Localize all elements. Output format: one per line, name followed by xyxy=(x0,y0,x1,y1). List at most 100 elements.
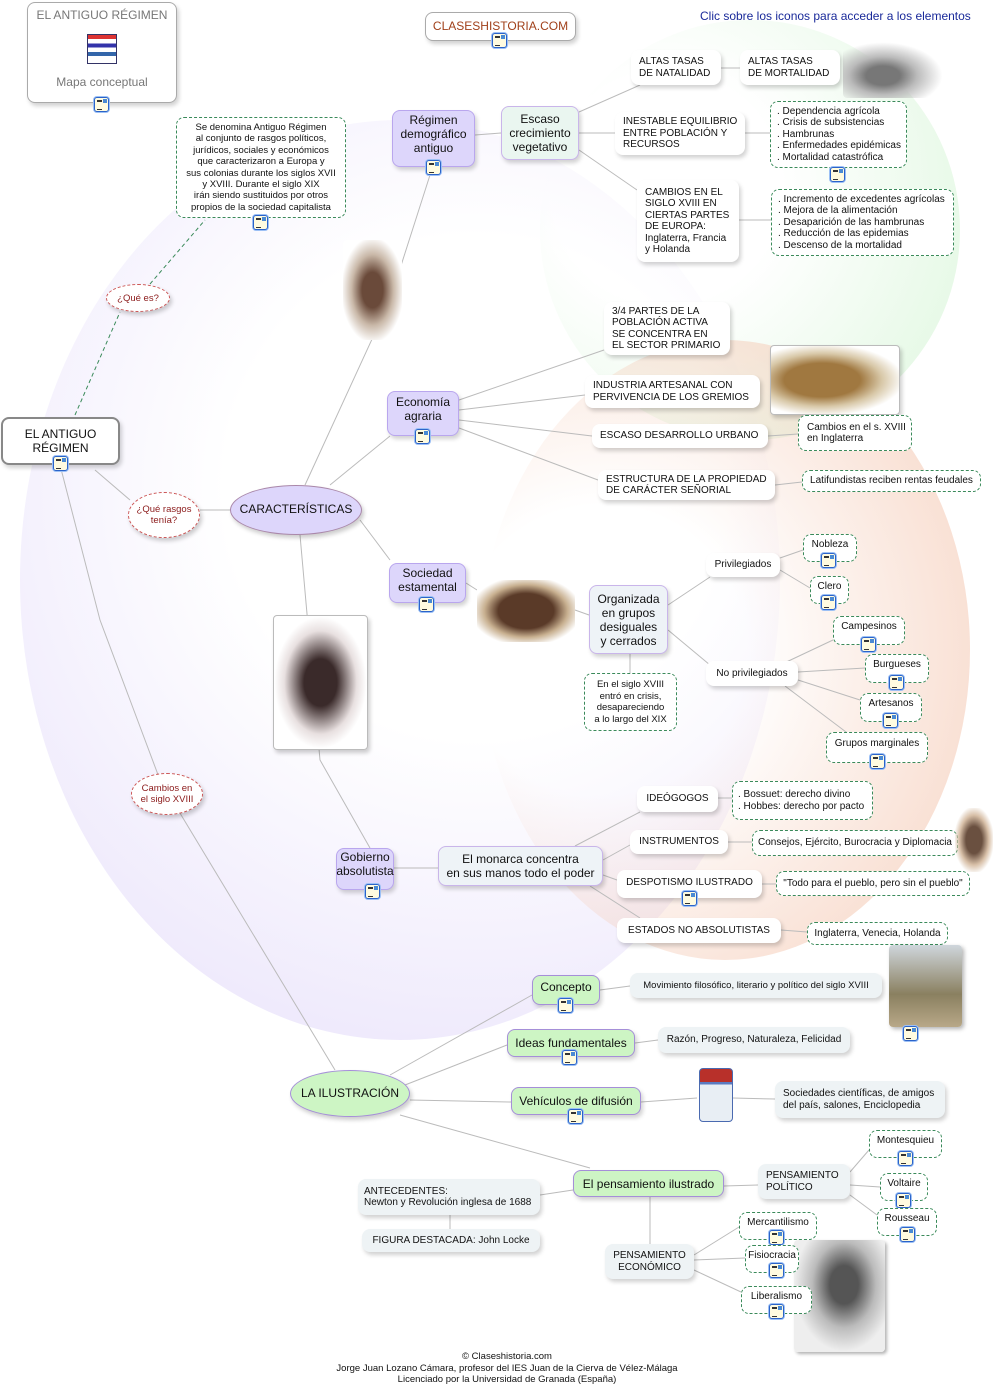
node-label: El monarca concentra en sus manos todo e… xyxy=(446,852,595,880)
inestable-node: INESTABLE EQUILIBRIO ENTRE POBLACIÓN Y R… xyxy=(615,112,745,155)
definition-box: Se denomina Antiguo Régimen al conjunto … xyxy=(176,117,346,218)
node-label: Organizada en grupos desiguales y cerrad… xyxy=(597,591,660,648)
link-que-es[interactable]: ¿Qué es? xyxy=(106,284,170,312)
note-icon[interactable] xyxy=(426,160,441,175)
urbano-node: ESCASO DESARROLLO URBANO xyxy=(592,424,768,448)
carlos-iii-portrait-image xyxy=(955,808,993,872)
note-icon[interactable] xyxy=(53,456,68,471)
node-label: Sociedades científicas, de amigos del pa… xyxy=(783,1088,935,1111)
node-label: "Todo para el pueblo, pero sin el pueblo… xyxy=(783,877,963,889)
node-label: . Incremento de excedentes agrícolas . M… xyxy=(778,193,945,251)
ideologos-node: IDEÓGOGOS xyxy=(637,786,718,812)
cambios-europa-node: CAMBIOS EN EL SIGLO XVIII EN CIERTAS PAR… xyxy=(637,180,739,262)
node-label: Movimiento filosófico, literario y polít… xyxy=(643,979,869,991)
node-label: LA ILUSTRACIÓN xyxy=(300,1085,400,1100)
industria-node: INDUSTRIA ARTESANAL CON PERVIVENCIA DE L… xyxy=(585,375,760,408)
note-icon[interactable] xyxy=(415,429,430,444)
peasant-plowing-image xyxy=(843,42,943,98)
note-icon[interactable] xyxy=(769,1230,784,1245)
node-label: Consejos, Ejército, Burocracia y Diploma… xyxy=(758,837,952,849)
node-label: ALTAS TASAS DE MORTALIDAD xyxy=(748,56,830,79)
node-label: Gobierno absolutista xyxy=(336,850,394,878)
node-label: . Dependencia agrícola . Crisis de subsi… xyxy=(777,105,901,163)
pensamiento-node[interactable]: El pensamiento ilustrado xyxy=(573,1170,724,1197)
figura-node: FIGURA DESTACADA: John Locke xyxy=(362,1229,540,1252)
note-icon[interactable] xyxy=(682,891,697,906)
note-icon[interactable] xyxy=(896,1193,911,1208)
parliament-image xyxy=(889,945,962,1027)
node-label: Latifundistas reciben rentas feudales xyxy=(810,475,973,487)
note-icon[interactable] xyxy=(419,597,434,612)
definition-text: Se denomina Antiguo Régimen al conjunto … xyxy=(186,121,336,213)
note-icon[interactable] xyxy=(870,754,885,769)
note-icon[interactable] xyxy=(365,884,380,899)
mortalidad-node: ALTAS TASAS DE MORTALIDAD xyxy=(740,50,840,85)
mejoras-box: . Incremento de excedentes agrícolas . M… xyxy=(771,189,954,256)
vehiculos-detail: Sociedades científicas, de amigos del pa… xyxy=(775,1081,945,1118)
note-icon[interactable] xyxy=(830,167,845,182)
demografia-node[interactable]: Régimen demográfico antiguo xyxy=(392,110,475,167)
no-absolutistas-detail-box: Inglaterra, Venecia, Holanda xyxy=(807,922,948,945)
node-label: INESTABLE EQUILIBRIO ENTRE POBLACIÓN Y R… xyxy=(623,116,738,151)
node-label: Mercantilismo xyxy=(747,1217,809,1228)
note-icon[interactable] xyxy=(861,637,876,652)
note-icon[interactable] xyxy=(253,215,268,230)
note-icon[interactable] xyxy=(769,1304,784,1319)
node-label: ESCASO DESARROLLO URBANO xyxy=(600,430,759,442)
gobierno-node[interactable]: Gobierno absolutista xyxy=(336,848,394,890)
note-icon[interactable] xyxy=(769,1263,784,1278)
note-icon[interactable] xyxy=(492,33,507,48)
node-label: Artesanos xyxy=(868,698,914,709)
sociedad-node[interactable]: Sociedad estamental xyxy=(389,563,466,603)
note-icon[interactable] xyxy=(94,97,109,112)
note-icon[interactable] xyxy=(903,1026,918,1041)
link-label: ¿Qué rasgos tenía? xyxy=(136,504,192,526)
node-label: Sociedad estamental xyxy=(398,566,457,594)
note-icon[interactable] xyxy=(900,1227,915,1242)
note-icon[interactable] xyxy=(558,998,573,1013)
node-label: FIGURA DESTACADA: John Locke xyxy=(372,1234,530,1246)
node-label: Nobleza xyxy=(811,539,849,550)
link-rasgos[interactable]: ¿Qué rasgos tenía? xyxy=(128,492,200,538)
link-label: ¿Qué es? xyxy=(117,292,159,304)
antecedentes-node: ANTECEDENTES: Newton y Revolución ingles… xyxy=(358,1179,540,1215)
despotismo-detail-box: "Todo para el pueblo, pero sin el pueblo… xyxy=(776,871,970,896)
node-label: Rousseau xyxy=(884,1213,930,1224)
node-label: ALTAS TASAS DE NATALIDAD xyxy=(639,56,711,79)
latifundistas-box: Latifundistas reciben rentas feudales xyxy=(802,470,981,492)
note-icon[interactable] xyxy=(889,675,904,690)
fisiocracia-box[interactable]: Fisiocracia xyxy=(745,1245,799,1273)
politico-node: PENSAMIENTO POLÍTICO xyxy=(758,1164,850,1199)
hint-text: Clic sobre los iconos para acceder a los… xyxy=(700,9,971,23)
note-icon[interactable] xyxy=(568,1109,583,1124)
organizada-node: Organizada en grupos desiguales y cerrad… xyxy=(589,585,668,654)
note-icon[interactable] xyxy=(883,713,898,728)
title-box: EL ANTIGUO RÉGIMEN Mapa conceptual xyxy=(27,2,177,103)
ideologos-detail-box: . Bossuet: derecho divino . Hobbes: dere… xyxy=(732,781,873,820)
node-label: INSTRUMENTOS xyxy=(639,836,719,848)
node-label: . Bossuet: derecho divino . Hobbes: dere… xyxy=(738,789,865,812)
node-label: Privilegiados xyxy=(714,559,772,571)
node-label: INDUSTRIA ARTESANAL CON PERVIVENCIA DE L… xyxy=(593,380,749,403)
note-icon[interactable] xyxy=(562,1050,577,1065)
node-label: Concepto xyxy=(540,980,592,994)
node-label: DESPOTISMO ILUSTRADO xyxy=(626,877,753,888)
ilustracion-node[interactable]: LA ILUSTRACIÓN xyxy=(290,1070,410,1117)
note-icon[interactable] xyxy=(821,595,836,610)
node-label: En el siglo XVIII entró en crisis, desap… xyxy=(594,679,667,725)
natalidad-node: ALTAS TASAS DE NATALIDAD xyxy=(631,50,721,85)
note-icon[interactable] xyxy=(821,553,836,568)
vehiculos-node[interactable]: Vehículos de difusión xyxy=(511,1087,641,1115)
node-label: ANTECEDENTES: Newton y Revolución ingles… xyxy=(364,1185,532,1209)
node-label: ESTADOS NO ABSOLUTISTAS xyxy=(628,924,770,936)
economia-node[interactable]: Economía agraria xyxy=(387,391,459,436)
note-icon[interactable] xyxy=(898,1151,913,1166)
caracteristicas-node[interactable]: CARACTERÍSTICAS xyxy=(230,485,362,535)
node-label: Razón, Progreso, Naturaleza, Felicidad xyxy=(666,1034,842,1046)
link-cambios[interactable]: Cambios en el siglo XVIII xyxy=(131,773,203,815)
inglaterra-box[interactable]: Cambios en el s. XVIII en Inglaterra xyxy=(798,415,912,451)
node-label: Clero xyxy=(817,581,842,592)
no-absolutistas-node: ESTADOS NO ABSOLUTISTAS xyxy=(617,918,781,943)
caracteristicas-label: CARACTERÍSTICAS xyxy=(239,502,353,517)
escaso-crecimiento-node[interactable]: Escaso crecimiento vegetativo xyxy=(501,106,579,160)
